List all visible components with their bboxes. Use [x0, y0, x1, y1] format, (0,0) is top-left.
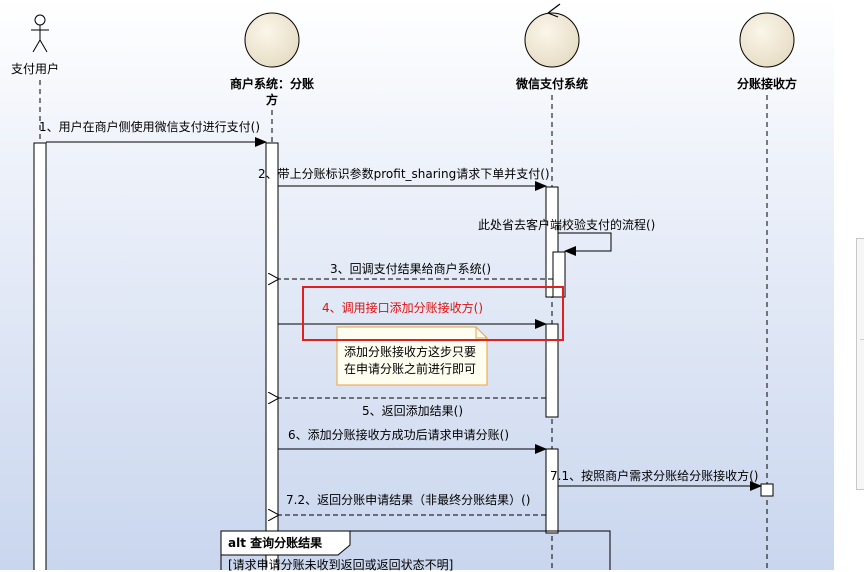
wechat-self-activation — [552, 251, 566, 298]
message-7-1-label: 7.1、按照商户需求分账给分账接收方() — [550, 469, 759, 483]
note-line-2: 在申请分账之前进行即可 — [344, 362, 477, 376]
self-call-label: 此处省去客户端校验支付的流程() — [478, 218, 656, 232]
sequence-diagram — [31, 3, 795, 570]
diagram-canvas: 支付用户 商户系统：分账 方 微信支付系统 分账接收方 1、用户在商户侧使用微信… — [0, 0, 834, 572]
user-label: 支付用户 — [11, 62, 60, 76]
note-shape — [336, 326, 488, 386]
message-7-2-label: 7.2、返回分账申请结果（非最终分账结果）() — [286, 493, 531, 507]
user-actor-icon — [31, 14, 49, 53]
merchant-activation — [265, 142, 279, 570]
wechat-activation-2 — [545, 323, 559, 418]
wechat-participant-icon — [524, 3, 580, 68]
message-1-label: 1、用户在商户侧使用微信支付进行支付() — [39, 120, 260, 134]
message-6-label: 6、添加分账接收方成功后请求申请分账() — [288, 428, 509, 442]
user-activation — [33, 142, 47, 570]
merchant-label-line2: 方 — [265, 93, 278, 107]
alt-fragment-label: alt 查询分账结果 — [228, 536, 323, 550]
note-text: 添加分账接收方这步只要 在申请分账之前进行即可 — [344, 344, 476, 378]
side-panel-frame — [856, 238, 864, 490]
note-line-1: 添加分账接收方这步只要 — [344, 345, 477, 359]
message-2-label: 2、带上分账标识参数profit_sharing请求下单并支付() — [258, 167, 550, 181]
alt-fragment-guard: [请求申请分账未收到返回或返回状态不明] — [228, 558, 454, 572]
side-panel-edge — [834, 0, 864, 570]
message-3-label: 3、回调支付结果给商户系统() — [330, 262, 491, 276]
receiver-activation — [760, 483, 774, 497]
highlight-box — [302, 286, 564, 341]
message-4-label: 4、调用接口添加分账接收方() — [322, 301, 483, 315]
message-5-label: 5、返回添加结果() — [362, 404, 463, 418]
wechat-activation-3 — [545, 448, 559, 534]
note: 添加分账接收方这步只要 在申请分账之前进行即可 — [337, 327, 487, 385]
merchant-label-line1: 商户系统：分账 — [229, 77, 314, 91]
merchant-label: 商户系统：分账 方 — [212, 77, 332, 107]
receiver-participant-icon — [739, 12, 795, 68]
receiver-label: 分账接收方 — [736, 77, 797, 91]
merchant-participant-icon — [244, 12, 300, 68]
self-call-arrow — [558, 232, 612, 256]
wechat-label: 微信支付系统 — [515, 77, 588, 91]
alt-fragment-frame — [220, 530, 611, 570]
